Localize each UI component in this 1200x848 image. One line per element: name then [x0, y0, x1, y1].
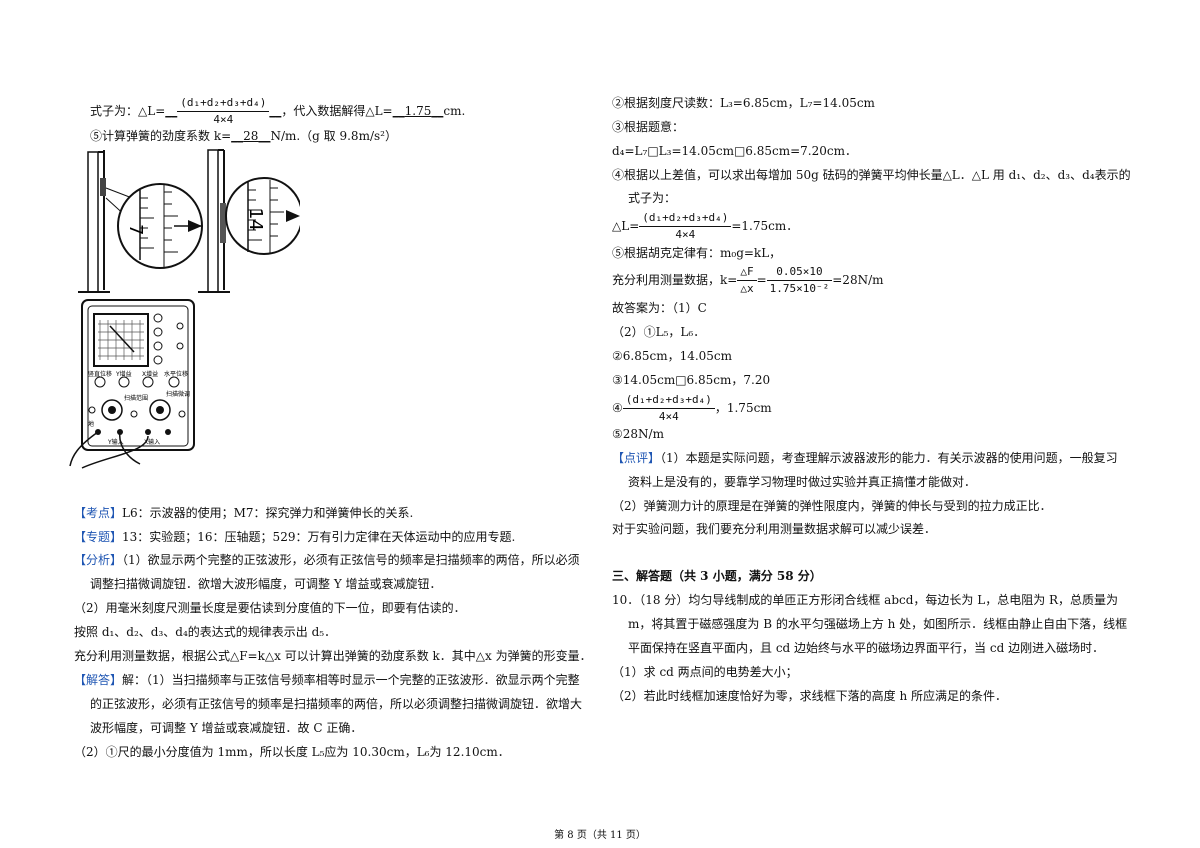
spring-constant-line: ⑤计算弹簧的劲度系数 k=__28__N/m.（g 取 9.8m/s²） — [90, 129, 397, 143]
formula-value: 1.75 — [404, 104, 432, 118]
osc-label-1: Y增益 — [115, 370, 132, 378]
fenxi-line-2: 调整扫描微调旋钮．欲增大波形幅度，可调整 Y 增益或衰减旋钮． — [90, 577, 442, 591]
fenxi-line-4: 按照 d₁、d₂、d₃、d₄的表达式的规律表示出 d₅． — [74, 625, 337, 639]
question-10-part-1: （1）求 cd 两点间的电势差大小； — [612, 665, 798, 679]
k-value: 28 — [243, 129, 259, 143]
right-line-4: ④根据以上差值，可以求出每增加 50g 砝码的弹簧平均伸长量△L．△L 用 d₁… — [612, 168, 1131, 182]
right-line-hooke: ⑤根据胡克定律有：m₀g=kL， — [612, 246, 782, 260]
kaodian-line: 【考点】L6：示波器的使用；M7：探究弹力和弹簧伸长的关系. — [74, 506, 414, 520]
section-title: 三、解答题（共 3 小题，满分 58 分） — [612, 569, 822, 583]
ruler-figure-1: 7 — [78, 150, 203, 293]
jieda-line-2: 的正弦波形，必须有正弦信号的频率是扫描频率的两倍，所以必须调整扫描微调旋钮．欲增… — [90, 697, 583, 711]
jieda-line-4: （2）①尺的最小分度值为 1mm，所以长度 L₅应为 10.30cm，L₆为 1… — [74, 745, 510, 759]
ruler-figures: 7 14 — [78, 149, 300, 293]
question-10-part-2: （2）若此时线框加速度恰好为零，求线框下落的高度 h 所应满足的条件． — [612, 689, 1007, 703]
jieda-line-3: 波形幅度，可调整 Y 增益或衰减旋钮．故 C 正确． — [90, 721, 363, 735]
dianping-tag: 【点评】 — [612, 451, 661, 465]
oscilloscope-figure: 竖直位移 Y增益 X增益 水平位移 扫描范围 扫描微调 Y输入 X输入 地 — [69, 299, 195, 469]
fenxi-line-5: 充分利用测量数据，根据公式△F=k△x 可以计算出弹簧的劲度系数 k．其中△x … — [74, 649, 592, 663]
osc-label-0: 竖直位移 — [88, 370, 112, 378]
formula-numerator: (d₁+d₂+d₃+d₄) — [177, 95, 270, 112]
right-line-1: ②根据刻度尺读数：L₃=6.85cm，L₇=14.05cm — [612, 96, 875, 110]
jieda-line-1: 【解答】解：（1）当扫描频率与正弦信号频率相等时显示一个完整的正弦波形．欲显示两… — [74, 673, 580, 687]
question-10-line-1: 10．（18 分）均匀导线制成的单匝正方形闭合线框 abcd，每边长为 L，总电… — [612, 593, 1119, 607]
answer-line-5: ④(d₁+d₂+d₃+d₄)4×4，1.75cm — [612, 393, 772, 423]
dianping-line-4: 对于实验问题，我们要充分利用测量数据求解可以减少误差． — [612, 522, 937, 536]
page-footer: 第 8 页（共 11 页） — [554, 830, 646, 841]
osc-label-8: 地 — [88, 420, 94, 428]
question-10-line-3: 平面保持在竖直平面内，且 cd 边始终与水平的磁场边界面平行，当 cd 边刚进入… — [628, 641, 1105, 655]
osc-label-4: 扫描范围 — [124, 394, 148, 402]
answer-line-4: ③14.05cm□6.85cm，7.20 — [612, 373, 771, 387]
fenxi-tag: 【分析】 — [74, 553, 123, 567]
ruler2-label: 14 — [245, 208, 266, 231]
ruler1-label: 7 — [125, 224, 146, 235]
right-line-3: d₄=L₇□L₃=14.05cm□6.85cm=7.20cm． — [612, 144, 857, 158]
osc-label-5: 扫描微调 — [166, 390, 190, 398]
answer-line-6: ⑤28N/m — [612, 427, 664, 441]
ruler-figure-2: 14 — [198, 149, 300, 293]
question-10-line-2: m，将其置于磁感强度为 B 的水平匀强磁场上方 h 处，如图所示．线框由静止自由… — [628, 617, 1128, 631]
answer-line-2: （2）①L₅，L₆． — [612, 325, 706, 339]
dianping-line-2: 资料上是没有的，要靠学习物理时做过实验并真正搞懂才能做对． — [628, 475, 977, 489]
formula-delta-l: 式子为：△L=__(d₁+d₂+d₃+d₄)4×4__，代入数据解得△L=__1… — [90, 95, 466, 126]
osc-label-3: 水平位移 — [164, 370, 188, 378]
fenxi-line-3: （2）用毫米刻度尺测量长度是要估读到分度值的下一位，即要有估读的． — [74, 601, 466, 615]
zhuanti-line: 【专题】13：实验题；16：压轴题；529：万有引力定律在天体运动中的应用专题. — [74, 530, 516, 544]
formula-denominator: 4×4 — [213, 113, 234, 126]
zhuanti-tag: 【专题】 — [74, 530, 123, 544]
kaodian-tag: 【考点】 — [74, 506, 123, 520]
osc-label-2: X增益 — [142, 370, 158, 378]
osc-label-7: X输入 — [144, 438, 160, 446]
right-line-2: ③根据题意： — [612, 120, 685, 134]
right-line-5: 式子为： — [628, 191, 677, 205]
right-formula-delta-l: △L=(d₁+d₂+d₃+d₄)4×4=1.75cm． — [612, 211, 799, 241]
fenxi-line-1: 【分析】（1）欲显示两个完整的正弦波形，必须有正弦信号的频率是扫描频率的两倍，所… — [74, 553, 580, 567]
jieda-tag: 【解答】 — [74, 673, 123, 687]
dianping-line-1: 【点评】（1）本题是实际问题，考查理解示波器波形的能力．有关示波器的使用问题，一… — [612, 451, 1118, 465]
dianping-line-3: （2）弹簧测力计的原理是在弹簧的弹性限度内，弹簧的伸长与受到的拉力成正比． — [612, 499, 1052, 513]
answer-line-3: ②6.85cm，14.05cm — [612, 349, 733, 363]
osc-label-6: Y输入 — [107, 438, 124, 446]
answer-line-1: 故答案为：（1）C — [612, 301, 707, 315]
